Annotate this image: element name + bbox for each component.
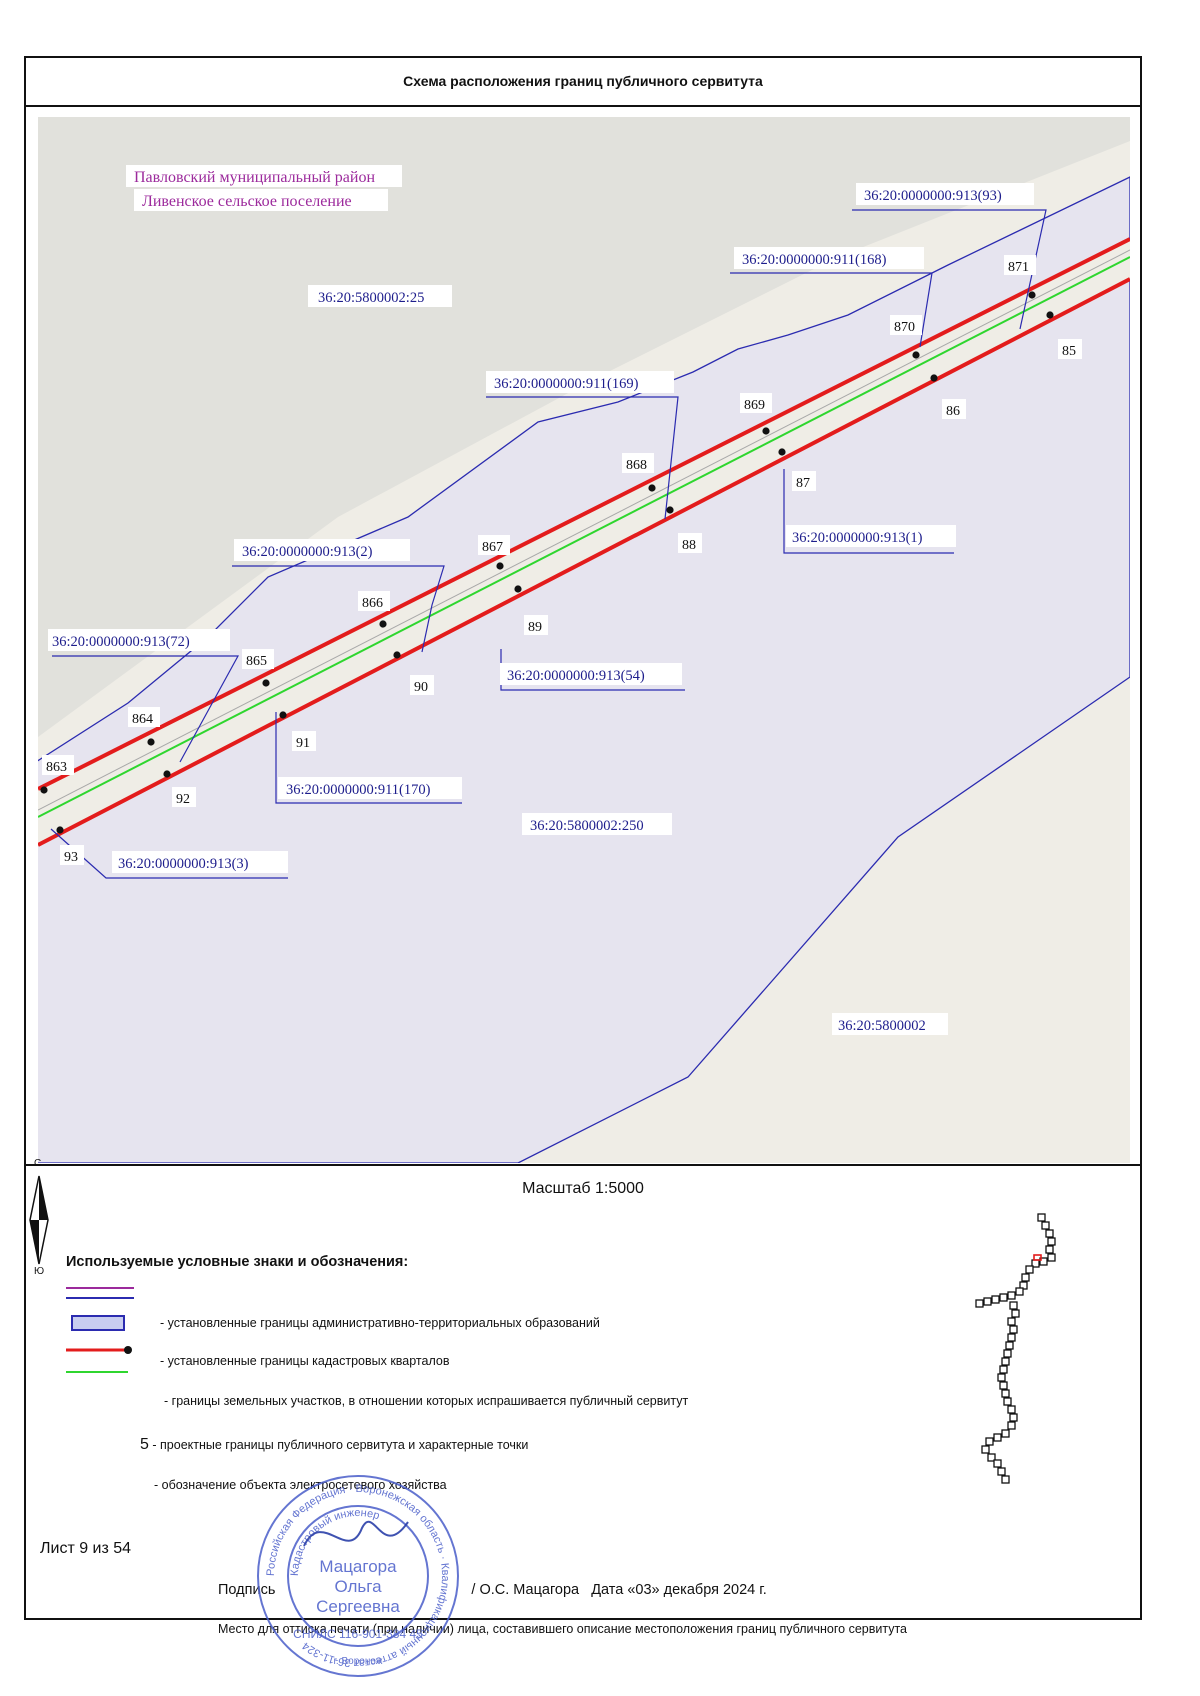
stamp-name-3: Сергеевна: [316, 1597, 400, 1616]
parcel-label: 36:20:5800002: [838, 1018, 926, 1034]
signer-name: / О.С. Мацагора: [471, 1582, 580, 1598]
overview-map: [975, 1213, 1056, 1484]
legend-item-parcel-bounds: - границы земельных участков, в отношени…: [164, 1394, 689, 1408]
parcel-label: 36:20:0000000:913(54): [507, 668, 645, 684]
legend-item-admin-bounds: - установленные границы административно-…: [160, 1316, 600, 1330]
boundary-gray-thin: [38, 249, 1130, 811]
point-label: 866: [362, 596, 383, 611]
parcel-label: 36:20:0000000:911(168): [742, 252, 887, 268]
north-arrow-icon: [29, 1175, 49, 1265]
point-label: 86: [946, 404, 960, 419]
official-stamp: Российская Федерация · Воронежская облас…: [257, 1475, 459, 1677]
leader-lines: [50, 209, 1047, 879]
overview-current-sheet: [1033, 1254, 1042, 1261]
parcel-label: 36:20:0000000:911(169): [494, 376, 639, 392]
legend-title: Используемые условные знаки и обозначени…: [66, 1254, 409, 1270]
legend-point-example: 5: [140, 1436, 149, 1453]
point-label: 871: [1008, 260, 1029, 275]
point-label: 87: [796, 476, 810, 491]
legend-symbols: [66, 1287, 134, 1373]
admin-label-district: Павловский муниципальный район: [134, 169, 375, 186]
legend-item-power-object: - обозначение объекта электросетевого хо…: [154, 1478, 447, 1492]
point-label: 91: [296, 736, 310, 751]
boundary-red-south: [38, 277, 1130, 847]
parcel-label: 36:20:5800002:250: [530, 818, 644, 834]
point-label: 90: [414, 680, 428, 695]
point-label: 85: [1062, 344, 1076, 359]
point-labels: 863 864 865 866 867 868 869 870: [42, 255, 1082, 865]
stamp-name-1: Мацагора: [319, 1557, 397, 1576]
point-label: 863: [46, 760, 67, 775]
legend-item-servitude-bounds: 5 - проектные границы публичного сервиту…: [140, 1436, 529, 1453]
map-area: Павловский муниципальный район Ливенское…: [38, 117, 1130, 1168]
point-label: 88: [682, 538, 696, 553]
stamp-city: г. Воронеж: [334, 1656, 383, 1667]
point-label: 93: [64, 850, 78, 865]
zone-fill-symbol: [71, 1315, 125, 1331]
stamp-name-2: Ольга: [334, 1577, 382, 1596]
signature-label: Подпись: [218, 1582, 276, 1598]
sheet-number: Лист 9 из 54: [40, 1540, 132, 1557]
point-label: 92: [176, 792, 190, 807]
gray-area: [38, 117, 1130, 737]
point-label: 89: [528, 620, 542, 635]
legend-item-quarter-bounds: - установленные границы кадастровых квар…: [160, 1354, 450, 1368]
point-label: 864: [132, 712, 153, 727]
boundary-green: [38, 256, 1130, 818]
signature-scribble: [303, 1520, 409, 1547]
stamp-snils: СНИЛС 116-901-384 45: [293, 1627, 423, 1641]
parcel-labels: 36:20:5800002:25 36:20:0000000:913(93) 3…: [48, 183, 1034, 1035]
compass-south-label: Ю: [34, 1266, 45, 1277]
point-label: 868: [626, 458, 647, 473]
parcel-label: 36:20:5800002:25: [318, 290, 424, 306]
compass-north-label: С: [34, 1158, 42, 1169]
parcel-label: 36:20:0000000:913(3): [118, 856, 249, 872]
parcel-label: 36:20:0000000:913(72): [52, 634, 190, 650]
sheet-frame: Схема расположения границ публичного сер…: [24, 56, 1142, 1636]
point-label: 870: [894, 320, 915, 335]
points: [40, 291, 1054, 834]
boundary-red-north: [38, 237, 1130, 791]
parcel-label: 36:20:0000000:913(2): [242, 544, 373, 560]
parcel-label: 36:20:0000000:913(1): [792, 530, 923, 546]
admin-label-settlement: Ливенское сельское поселение: [142, 193, 352, 210]
point-label: 867: [482, 540, 503, 555]
page-title: Схема расположения границ публичного сер…: [26, 58, 1140, 107]
map-canvas: Павловский муниципальный район Ливенское…: [38, 117, 1130, 1163]
signature-row: Подпись / О.С. Мацагора Дата «03» декабря…: [218, 1582, 767, 1598]
admin-labels: Павловский муниципальный район Ливенское…: [126, 165, 402, 211]
parcel-label: 36:20:0000000:911(170): [286, 782, 431, 798]
signature-date: Дата «03» декабря 2024 г.: [591, 1582, 767, 1598]
point-symbol: [124, 1346, 132, 1354]
point-label: 865: [246, 654, 267, 669]
parcel-label: 36:20:0000000:913(93): [864, 188, 1002, 204]
point-label: 869: [744, 398, 765, 413]
map-scale: Масштаб 1:5000: [522, 1180, 644, 1197]
legend-area: Масштаб 1:5000 Используемые условные зна…: [26, 1164, 1140, 1636]
stamp-place-note: Место для оттиска печати (при наличии) л…: [218, 1622, 907, 1636]
